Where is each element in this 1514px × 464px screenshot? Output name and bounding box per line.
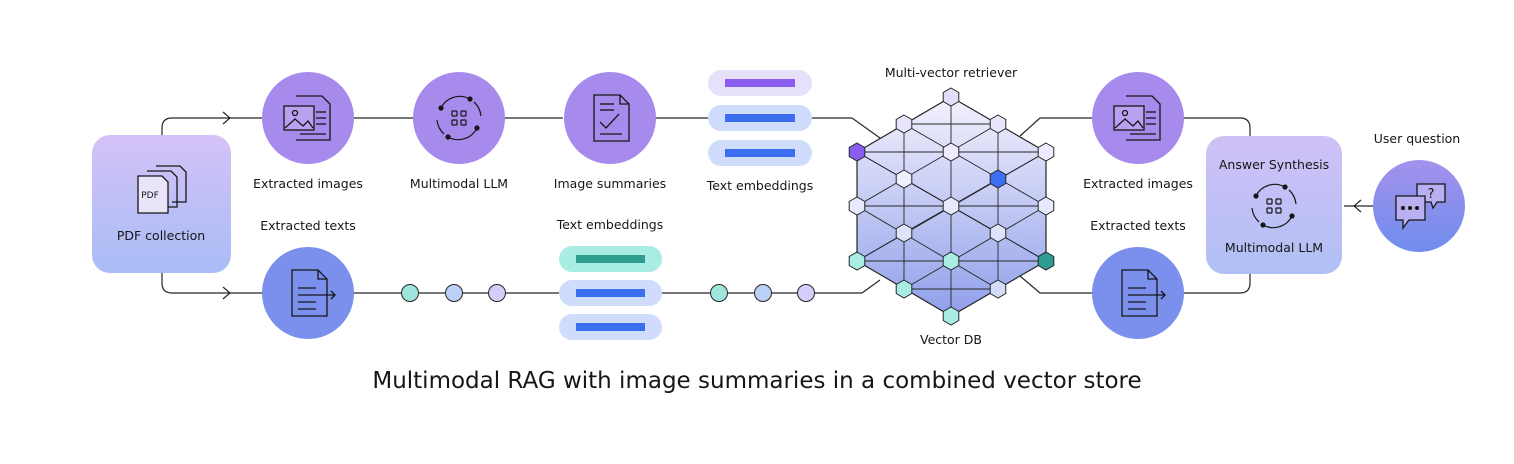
vector-node — [1037, 251, 1055, 271]
vector-db-label: Vector DB — [919, 332, 983, 347]
chat-question-icon — [1395, 183, 1446, 230]
summary-document-icon — [593, 94, 630, 142]
answer-synthesis-box — [1206, 136, 1342, 274]
extracted-texts-left-node — [262, 247, 354, 339]
vector-node — [848, 196, 866, 216]
question-mark: ? — [1428, 187, 1435, 202]
top-embedding-pills — [708, 70, 812, 166]
pdf-to-images-arrow — [222, 111, 231, 125]
text-document-icon-right — [1121, 269, 1166, 317]
text-embeddings-bottom-label: Text embeddings — [556, 217, 664, 232]
pdf-doc-label: PDF — [141, 191, 159, 201]
multi-vector-retriever-label: Multi-vector retriever — [884, 65, 1018, 80]
vector-node — [1037, 196, 1055, 216]
vector-node — [848, 251, 866, 271]
vector-node — [942, 251, 960, 271]
image-summaries-node — [564, 72, 656, 164]
image-summaries-label: Image summaries — [553, 176, 667, 191]
answer-synthesis-label: Answer Synthesis — [1218, 157, 1330, 172]
vector-node — [942, 306, 960, 326]
right-images-to-answer-line — [1183, 117, 1251, 137]
vector-node — [848, 142, 866, 162]
right-texts-to-answer-line — [1183, 274, 1251, 294]
vector-dots — [401, 284, 815, 302]
vector-node — [1037, 142, 1055, 162]
vector-node — [942, 142, 960, 162]
pdf-to-texts-arrow — [222, 286, 231, 300]
dots-to-db-line-2 — [861, 279, 881, 294]
user-question-label: User question — [1373, 131, 1461, 146]
db-to-right-images-line — [1019, 117, 1092, 137]
pdf-collection-label: PDF collection — [116, 228, 206, 243]
vector-node — [942, 196, 960, 216]
pdf-to-texts-line — [161, 273, 262, 294]
pdf-stack-icon — [137, 165, 187, 214]
multimodal-llm-node — [413, 72, 505, 164]
vector-node — [989, 223, 1007, 243]
diagram-caption: Multimodal RAG with image summaries in a… — [372, 368, 1142, 394]
extracted-texts-left-label: Extracted texts — [260, 218, 356, 233]
answer-llm-label: Multimodal LLM — [1224, 240, 1324, 255]
image-document-icon-right — [1113, 95, 1161, 141]
answer-llm-icon — [1251, 183, 1297, 229]
bottom-embedding-pills — [559, 246, 662, 340]
user-to-answer-arrow — [1353, 199, 1362, 213]
extracted-images-left-label: Extracted images — [253, 176, 363, 191]
neural-llm-icon — [436, 95, 482, 141]
multimodal-llm-label: Multimodal LLM — [409, 176, 509, 191]
extracted-texts-right-label: Extracted texts — [1090, 218, 1186, 233]
vector-node — [895, 279, 913, 299]
pdf-to-images-line — [161, 117, 262, 135]
db-to-right-texts-line — [1019, 275, 1092, 294]
image-document-icon — [283, 95, 331, 141]
extracted-images-right-label: Extracted images — [1083, 176, 1193, 191]
connector-lines — [161, 111, 1373, 300]
vector-node — [989, 279, 1007, 299]
text-embeddings-top-label: Text embeddings — [706, 178, 814, 193]
vector-node — [895, 169, 913, 189]
embeddings-to-db-line-2 — [851, 117, 881, 139]
vector-db-nodes — [848, 87, 1055, 326]
vector-node — [895, 114, 913, 134]
text-document-icon — [291, 269, 336, 317]
vector-node — [895, 223, 913, 243]
extracted-texts-right-node — [1092, 247, 1184, 339]
vector-node — [989, 114, 1007, 134]
vector-node — [942, 87, 960, 107]
vector-node — [989, 169, 1007, 189]
